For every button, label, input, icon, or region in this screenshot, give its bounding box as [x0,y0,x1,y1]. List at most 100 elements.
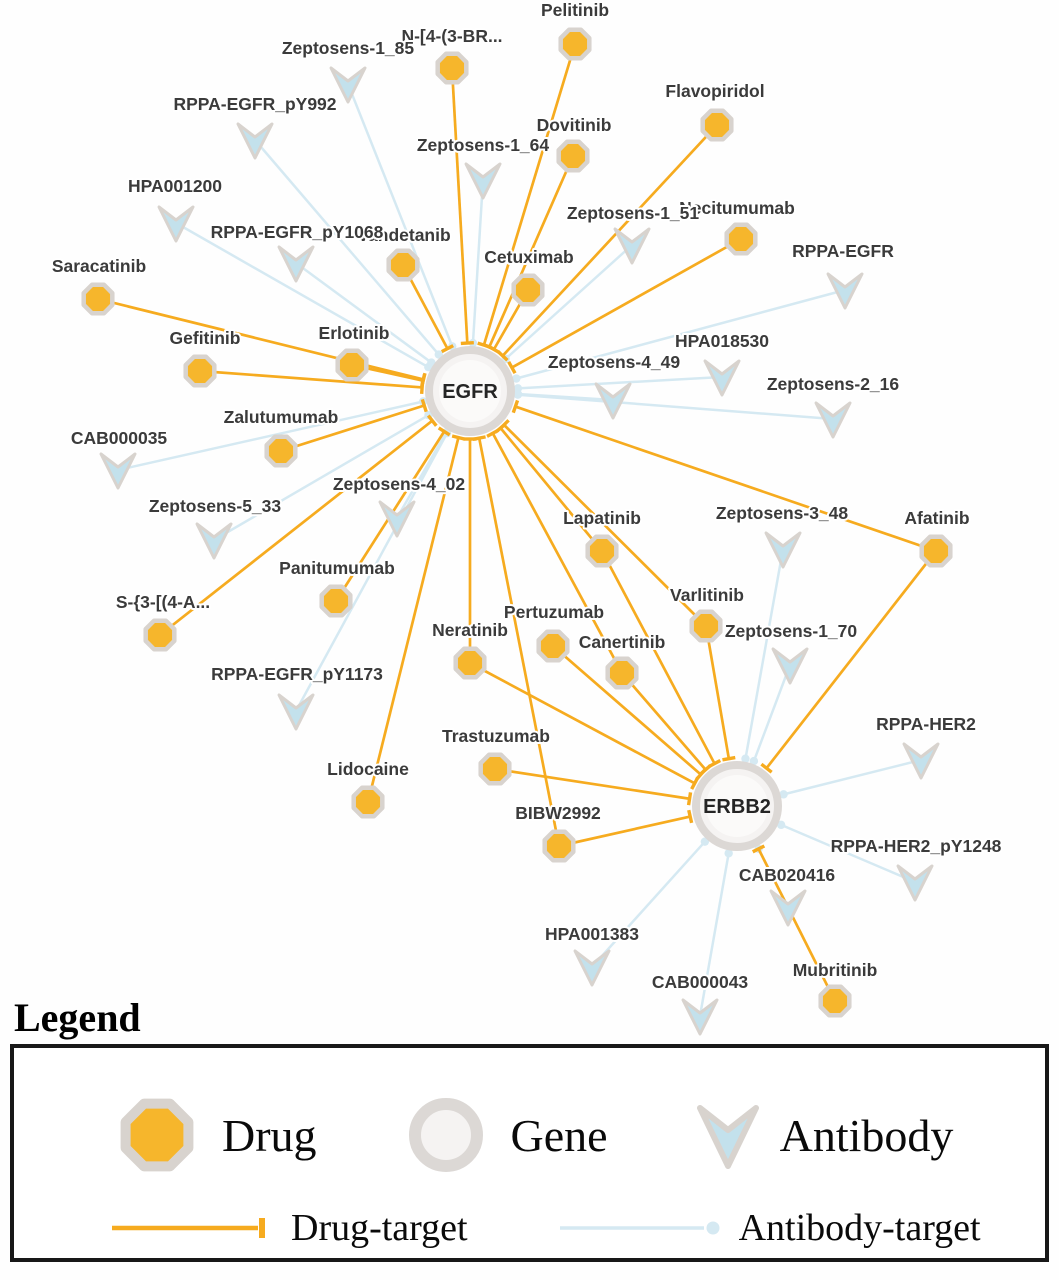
antibody-node-Zeptosens-1_85[interactable] [329,66,367,104]
node-label: Flavopiridol [665,81,764,101]
antibody-node-CAB000043[interactable] [681,998,719,1036]
node-label: CAB020416 [739,865,836,885]
antibody-node-RPPA-EGFR_pY1068[interactable] [277,245,315,283]
drug-node-Erlotinib[interactable] [335,348,369,382]
drug-target-edge [469,661,696,785]
antibody-target-edge [295,261,433,364]
antibody-node-RPPA-HER2[interactable] [902,742,940,780]
legend-antibody-target-label: Antibody-target [738,1207,981,1249]
antibody-node-HPA018530[interactable] [703,359,741,397]
antibody-node-HPA001383[interactable] [573,949,611,987]
node-label: Zeptosens-2_16 [767,374,900,394]
legend-drug-label: Drug [222,1109,317,1161]
drug-target-edge [765,550,938,769]
antibody-edge-endpoint [776,820,786,830]
antibody-target-edge [471,179,485,344]
antibody-node-RPPA-EGFR_pY992[interactable] [236,122,274,160]
drug-node-Flavopiridol[interactable] [700,108,734,142]
drug-node-BIBW2992[interactable] [542,829,576,863]
node-label: Mubritinib [793,960,878,980]
drug-edge-tee [751,844,766,854]
drug-edge-tee [511,399,520,414]
legend-node-types-row: Drug Gene Antibody [14,1092,953,1178]
drug-target-edge [704,625,731,759]
antibody-target-edge [783,758,922,796]
antibody-node-Zeptosens-1_51[interactable] [613,227,651,265]
drug-edge-tee [760,762,773,774]
drug-node-Pertuzumab[interactable] [536,629,570,663]
drug-node-Necitumumab[interactable] [724,222,758,256]
antibody-node-Zeptosens-1_70[interactable] [771,647,809,685]
drug-node-Saracatinib[interactable] [81,282,115,316]
antibody-node-Zeptosens-4_49[interactable] [594,382,632,420]
antibody-target-edge [517,375,723,390]
antibody-node-HPA001200[interactable] [157,205,195,243]
drug-node-Zalutumumab[interactable] [264,434,298,468]
drug-edge-tee [487,344,501,355]
node-label: N-[4-(3-BR... [401,26,502,46]
antibody-node-Zeptosens-5_33[interactable] [195,522,233,560]
gene-label-ERBB2: ERBB2 [703,796,771,818]
drug-node-Panitumumab[interactable] [319,584,353,618]
antibody-node-CAB020416[interactable] [769,889,807,927]
drug-target-edge [97,297,424,381]
drug-node-Lapatinib[interactable] [585,534,619,568]
drug-node-Mubritinib[interactable] [818,984,852,1018]
drug-node-Trastuzumab[interactable] [478,752,512,786]
node-label: Varlitinib [670,585,744,605]
node-label: Cetuximab [484,247,573,267]
nodes-layer [81,27,953,1036]
antibody-node-RPPA-EGFR_pY1173[interactable] [277,693,315,731]
node-label: RPPA-EGFR_pY1068 [211,222,384,242]
antibody-node-Zeptosens-1_64[interactable] [464,162,502,200]
antibody-edge-endpoint [513,390,523,399]
drug-target-edge [552,644,702,776]
drug-target-edge [159,419,434,637]
drug-target-edge [199,369,423,389]
antibody-edge-endpoint [779,790,788,799]
drug-node-Pelitinib[interactable] [558,27,592,61]
drug-target-edge [511,237,742,369]
node-label: HPA001383 [545,924,639,944]
antibody-edge-endpoint [427,358,436,367]
antibody-node-RPPA-EGFR[interactable] [826,272,864,310]
antibody-target-edge [504,244,633,360]
antibody-node-Zeptosens-3_48[interactable] [764,531,802,569]
drug-node-Afatinib[interactable] [919,534,953,568]
node-label: Zeptosens-1_51 [567,203,700,223]
drug-node-Canertinib[interactable] [605,656,639,690]
antibody-edge-endpoint [700,837,710,846]
antibody-target-edge [395,431,448,519]
drug-node-S-{3-[(4-A...[interactable] [143,618,177,652]
antibody-edges-layer [117,83,922,1017]
antibody-target-edge [175,221,429,369]
drug-node-Neratinib[interactable] [453,646,487,680]
drug-node-Gefitinib[interactable] [183,354,217,388]
drug-target-edge [620,672,707,771]
drug-edge-tee [420,398,428,413]
node-label: Necitumumab [679,198,795,218]
antibody-target-edge [516,288,846,380]
antibody-edge-endpoint [434,350,443,359]
node-label: HPA001200 [128,176,222,196]
node-label: Lidocaine [327,759,409,779]
drug-node-Cetuximab[interactable] [511,273,545,307]
antibody-target-edge [213,414,430,542]
drug-edge-tee [695,768,707,781]
drug-node-Lidocaine[interactable] [351,785,385,819]
legend-item-drug: Drug [114,1092,317,1178]
antibody-target-edge [294,432,449,712]
antibody-node-Zeptosens-4_02[interactable] [378,500,416,538]
legend-box: Drug Gene Antibody Drug-t [10,1044,1049,1262]
drug-node-icon [120,1098,194,1172]
antibody-node-CAB000035[interactable] [99,452,137,490]
drug-node-Vandetanib[interactable] [386,248,420,282]
antibody-node-Zeptosens-2_16[interactable] [814,401,852,439]
legend-drug-target-label: Drug-target [291,1207,468,1249]
drug-node-Varlitinib[interactable] [689,609,723,643]
drug-node-N-[4-(3-BR...[interactable] [435,51,469,85]
antibody-node-RPPA-HER2_pY1248[interactable] [896,864,934,902]
drug-target-edge [280,404,425,453]
drug-node-Dovitinib[interactable] [556,139,590,173]
drug-target-edge [514,405,937,553]
